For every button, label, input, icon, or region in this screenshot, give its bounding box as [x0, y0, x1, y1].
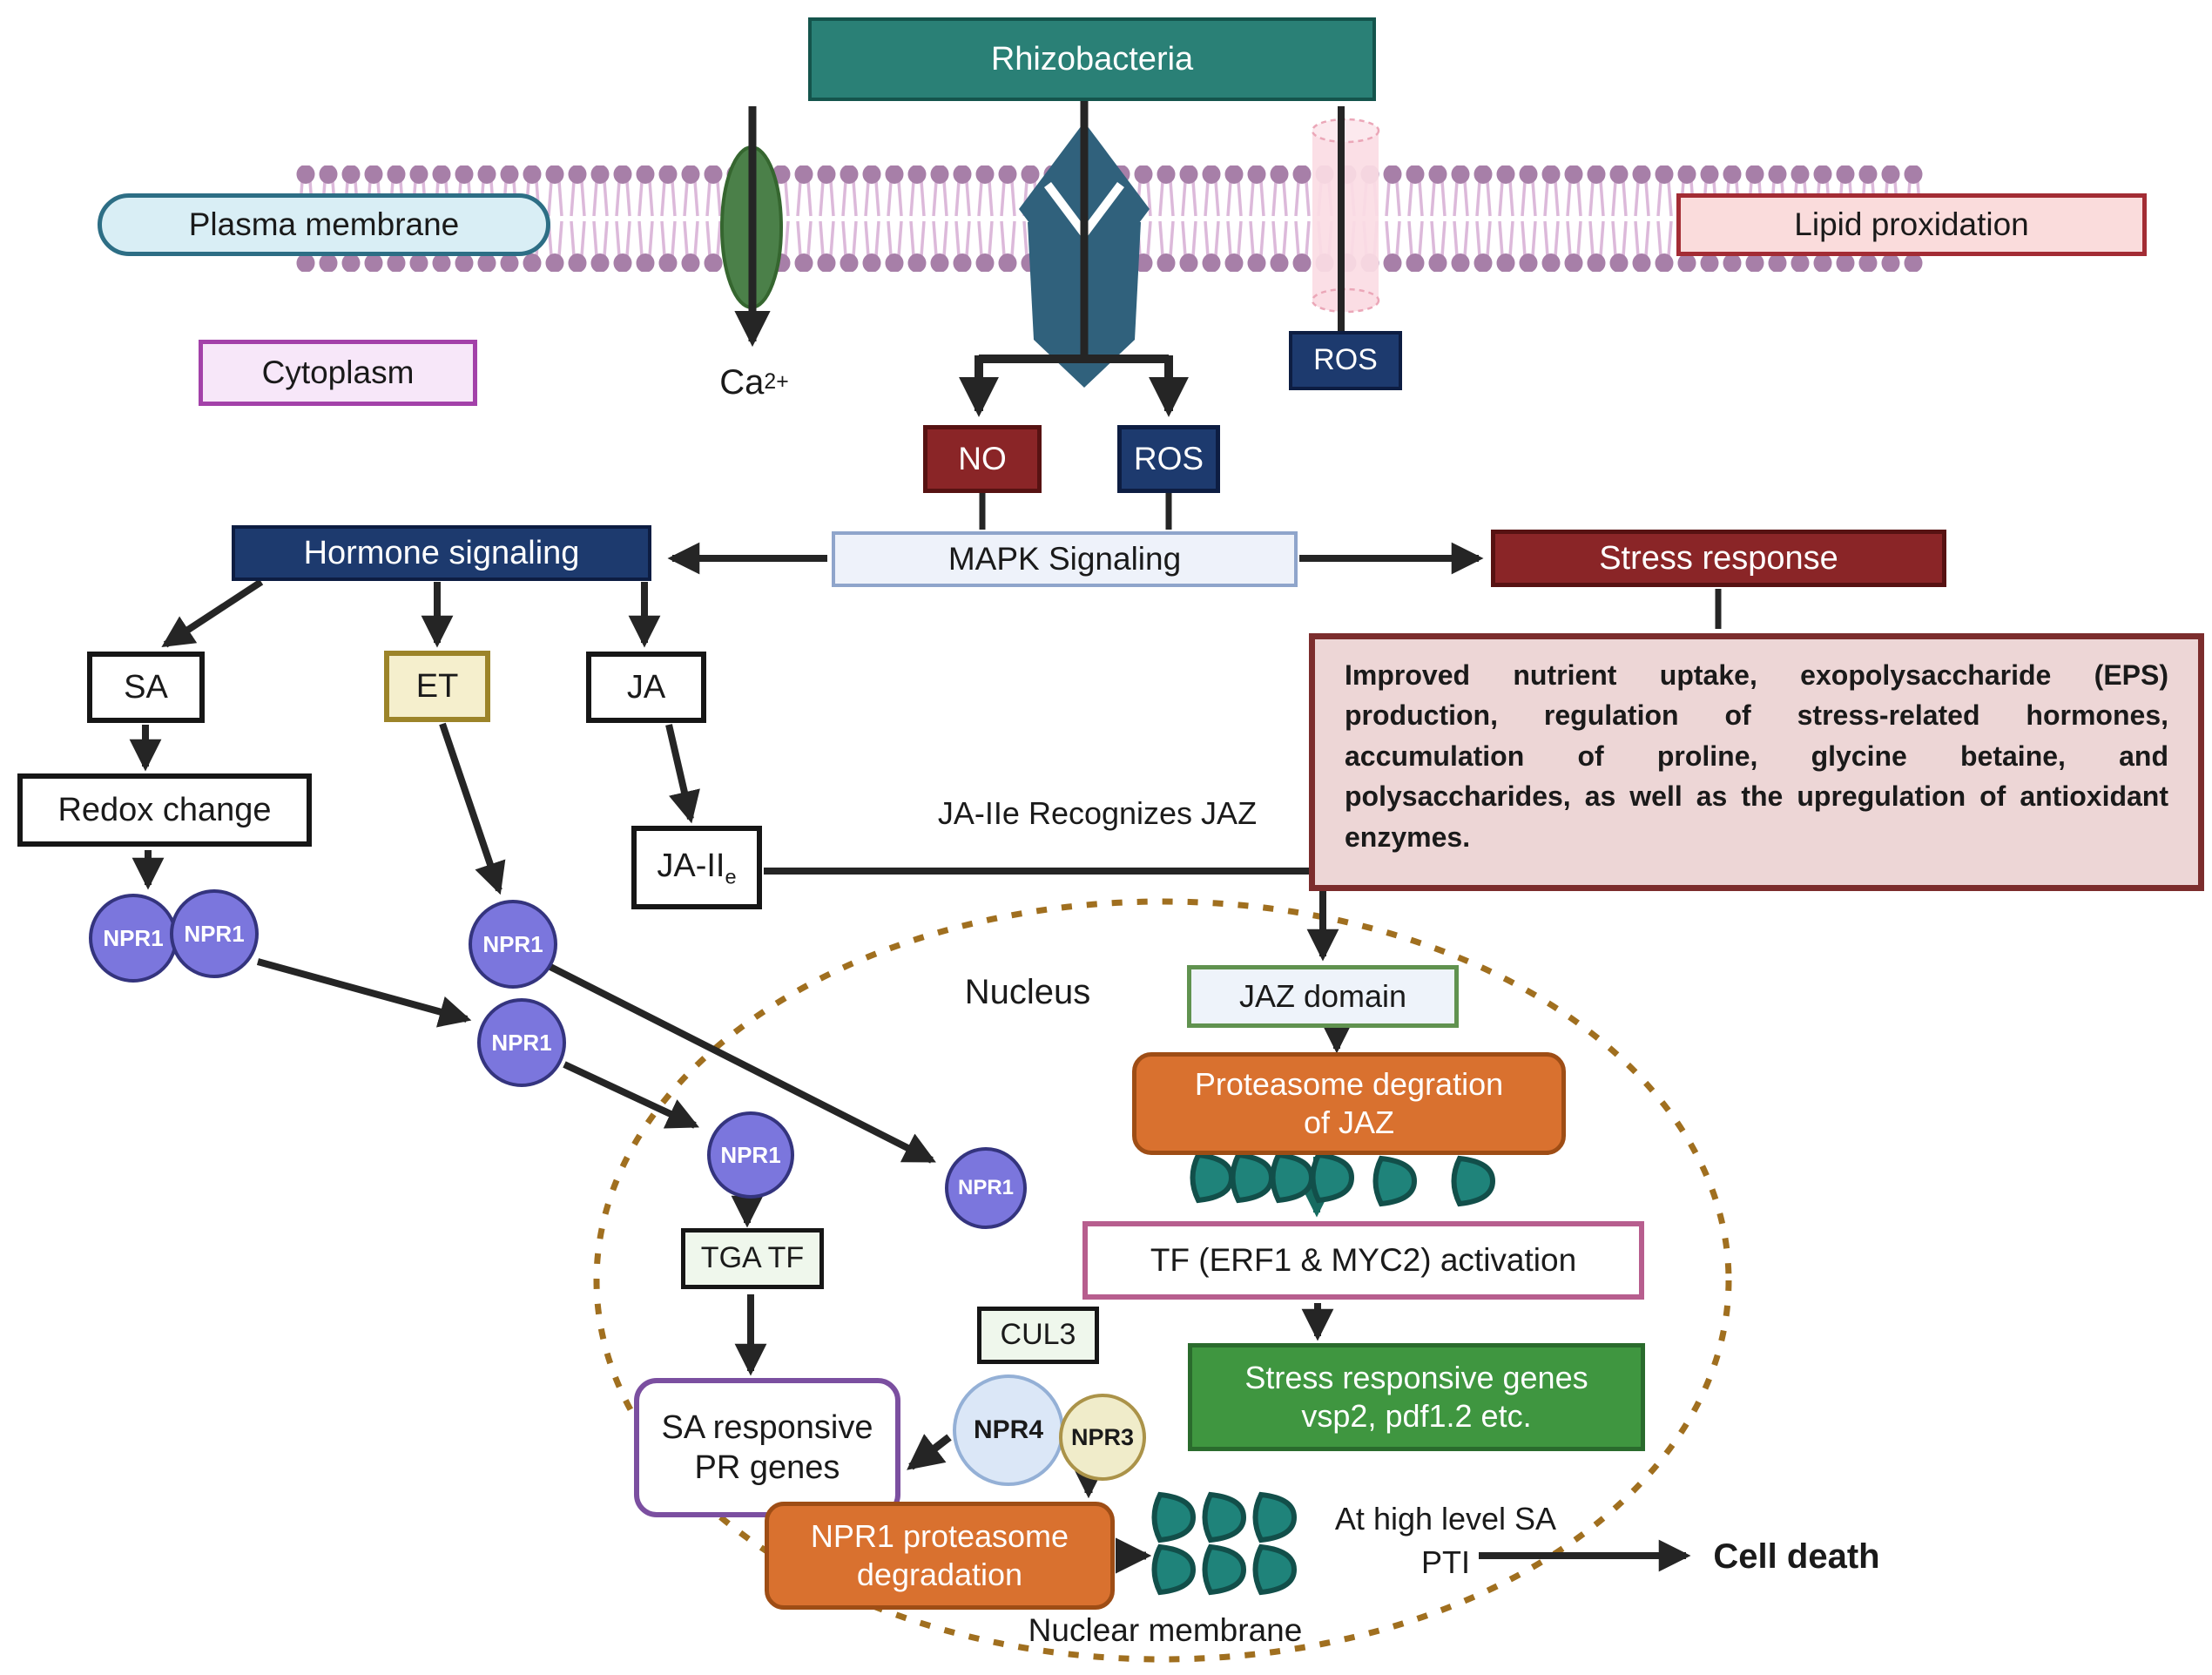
npr1-circle-1: NPR1 — [89, 894, 178, 983]
npr1-proteasome-line2: degradation — [856, 1557, 1023, 1592]
cell-death-label: Cell death — [1696, 1531, 1897, 1582]
redox-change-box: Redox change — [17, 773, 312, 847]
npr1-circle-5: NPR1 — [707, 1111, 794, 1199]
stress-genes-box: Stress responsive genes vsp2, pdf1.2 etc… — [1188, 1343, 1645, 1451]
npr1-text: NPR1 — [720, 1141, 781, 1168]
stress-response-detail-box: Improved nutrient uptake, exopolysacchar… — [1309, 633, 2204, 891]
et-box: ET — [384, 651, 490, 722]
ja-ile-sub: e — [725, 865, 737, 888]
mapk-text: MAPK Signaling — [948, 541, 1182, 577]
no-text: NO — [958, 441, 1007, 477]
cell-death-text: Cell death — [1713, 1537, 1880, 1576]
hormone-signaling-text: Hormone signaling — [303, 534, 580, 571]
stress-genes-line2: vsp2, pdf1.2 etc. — [1301, 1398, 1532, 1434]
stress-response-detail-text: Improved nutrient uptake, exopolysacchar… — [1345, 659, 2168, 853]
lipid-proxidation-label: Lipid proxidation — [1676, 193, 2147, 256]
rhizobacteria-box: Rhizobacteria — [808, 17, 1376, 101]
ja-ile-box: JA-IIe — [631, 826, 762, 909]
mapk-signaling-box: MAPK Signaling — [832, 531, 1298, 587]
ja-text: JA — [626, 668, 666, 706]
sa-pr-genes-box: SA responsive PR genes — [634, 1378, 900, 1517]
tf-activation-text: TF (ERF1 & MYC2) activation — [1150, 1242, 1577, 1279]
lipid-proxidation-text: Lipid proxidation — [1794, 206, 2029, 243]
npr1-proteasome-box: NPR1 proteasome degradation — [765, 1502, 1115, 1610]
ja-box: JA — [586, 652, 706, 723]
plasma-membrane-text: Plasma membrane — [188, 206, 460, 243]
high-sa-line1: At high level SA — [1334, 1500, 1557, 1537]
npr4-circle: NPR4 — [953, 1374, 1064, 1486]
jaz-degradation-grains — [1193, 1155, 1494, 1204]
ros-box: ROS — [1117, 425, 1220, 493]
rhizobacteria-label: Rhizobacteria — [990, 40, 1194, 78]
arrow-npr1-nucleus-long — [549, 963, 936, 1164]
ja-ile-note: JA-IIe Recognizes JAZ — [862, 791, 1332, 836]
proteasome-jaz-line1: Proteasome degration — [1194, 1066, 1504, 1103]
npr1-text: NPR1 — [491, 1029, 552, 1056]
sa-text: SA — [124, 668, 168, 706]
jaz-domain-box: JAZ domain — [1187, 965, 1459, 1028]
arrow-npr1pair-npr1 — [256, 958, 472, 1028]
ros-channel-box: ROS — [1289, 331, 1402, 390]
sa-pr-line2: PR genes — [694, 1449, 840, 1486]
nucleus-label: Nucleus — [932, 969, 1123, 1016]
npr1-text: NPR1 — [184, 920, 245, 947]
tf-activation-box: TF (ERF1 & MYC2) activation — [1082, 1221, 1644, 1300]
stress-response-box: Stress response — [1491, 530, 1946, 587]
npr1-text: NPR1 — [482, 930, 543, 957]
npr1-circle-4: NPR1 — [477, 998, 566, 1087]
nucleus-text: Nucleus — [964, 972, 1091, 1011]
ja-ile-note-text: JA-IIe Recognizes JAZ — [937, 795, 1258, 831]
nuclear-membrane-text: Nuclear membrane — [1028, 1612, 1303, 1648]
nuclear-membrane-label: Nuclear membrane — [1000, 1608, 1331, 1653]
redox-change-text: Redox change — [57, 791, 272, 828]
tga-tf-box: TGA TF — [681, 1228, 824, 1289]
arrow-jaile-jaz — [764, 868, 1339, 962]
proteasome-jaz-line2: of JAZ — [1303, 1104, 1395, 1140]
no-box: NO — [923, 425, 1042, 493]
hormone-signaling-box: Hormone signaling — [232, 525, 651, 581]
cytoplasm-label: Cytoplasm — [199, 340, 477, 406]
npr1-circle-3: NPR1 — [469, 900, 557, 989]
npr1-circle-2: NPR1 — [170, 889, 259, 978]
ros-channel-icon — [1311, 118, 1380, 314]
arrow-ja-jaile — [665, 724, 700, 824]
cul3-box: CUL3 — [977, 1307, 1099, 1364]
npr1-degradation-grains — [1155, 1495, 1295, 1592]
ja-ile-base: JA-II — [657, 847, 725, 884]
stress-genes-line1: Stress responsive genes — [1244, 1360, 1588, 1396]
nuclear-membrane-ellipse — [593, 898, 1732, 1663]
npr4-text: NPR4 — [973, 1415, 1044, 1444]
npr3-text: NPR3 — [1070, 1423, 1135, 1450]
calcium-sup: 2+ — [764, 370, 789, 394]
arrow-hormone-sa — [161, 578, 264, 648]
npr3-circle: NPR3 — [1059, 1394, 1146, 1481]
tga-tf-text: TGA TF — [700, 1241, 805, 1275]
high-sa-label: At high level SA PTI — [1302, 1493, 1589, 1589]
ja-ile-text: JA-IIe — [657, 846, 736, 889]
et-text: ET — [415, 667, 459, 705]
ros-text: ROS — [1133, 441, 1204, 477]
ros-channel-text: ROS — [1313, 343, 1378, 377]
npr1-text: NPR1 — [957, 1176, 1015, 1199]
proteasome-jaz-box: Proteasome degration of JAZ — [1132, 1052, 1566, 1155]
high-sa-line2: PTI — [1420, 1544, 1470, 1580]
npr1-circle-6: NPR1 — [945, 1147, 1027, 1229]
cytoplasm-text: Cytoplasm — [261, 355, 415, 391]
sa-pr-line1: SA responsive — [661, 1408, 873, 1446]
npr1-proteasome-line1: NPR1 proteasome — [810, 1518, 1069, 1555]
stress-response-text: Stress response — [1599, 539, 1838, 577]
plasma-membrane-label: Plasma membrane — [98, 193, 550, 256]
arrow-npr1-nucleus-short — [563, 1061, 700, 1129]
jaz-domain-text: JAZ domain — [1238, 978, 1407, 1015]
calcium-base: Ca — [719, 362, 765, 402]
sa-box: SA — [87, 652, 205, 723]
cul3-text: CUL3 — [1000, 1318, 1076, 1352]
arrow-npr4-sapr — [907, 1434, 952, 1470]
npr1-text: NPR1 — [103, 924, 164, 951]
arrow-et-npr1 — [439, 722, 506, 895]
